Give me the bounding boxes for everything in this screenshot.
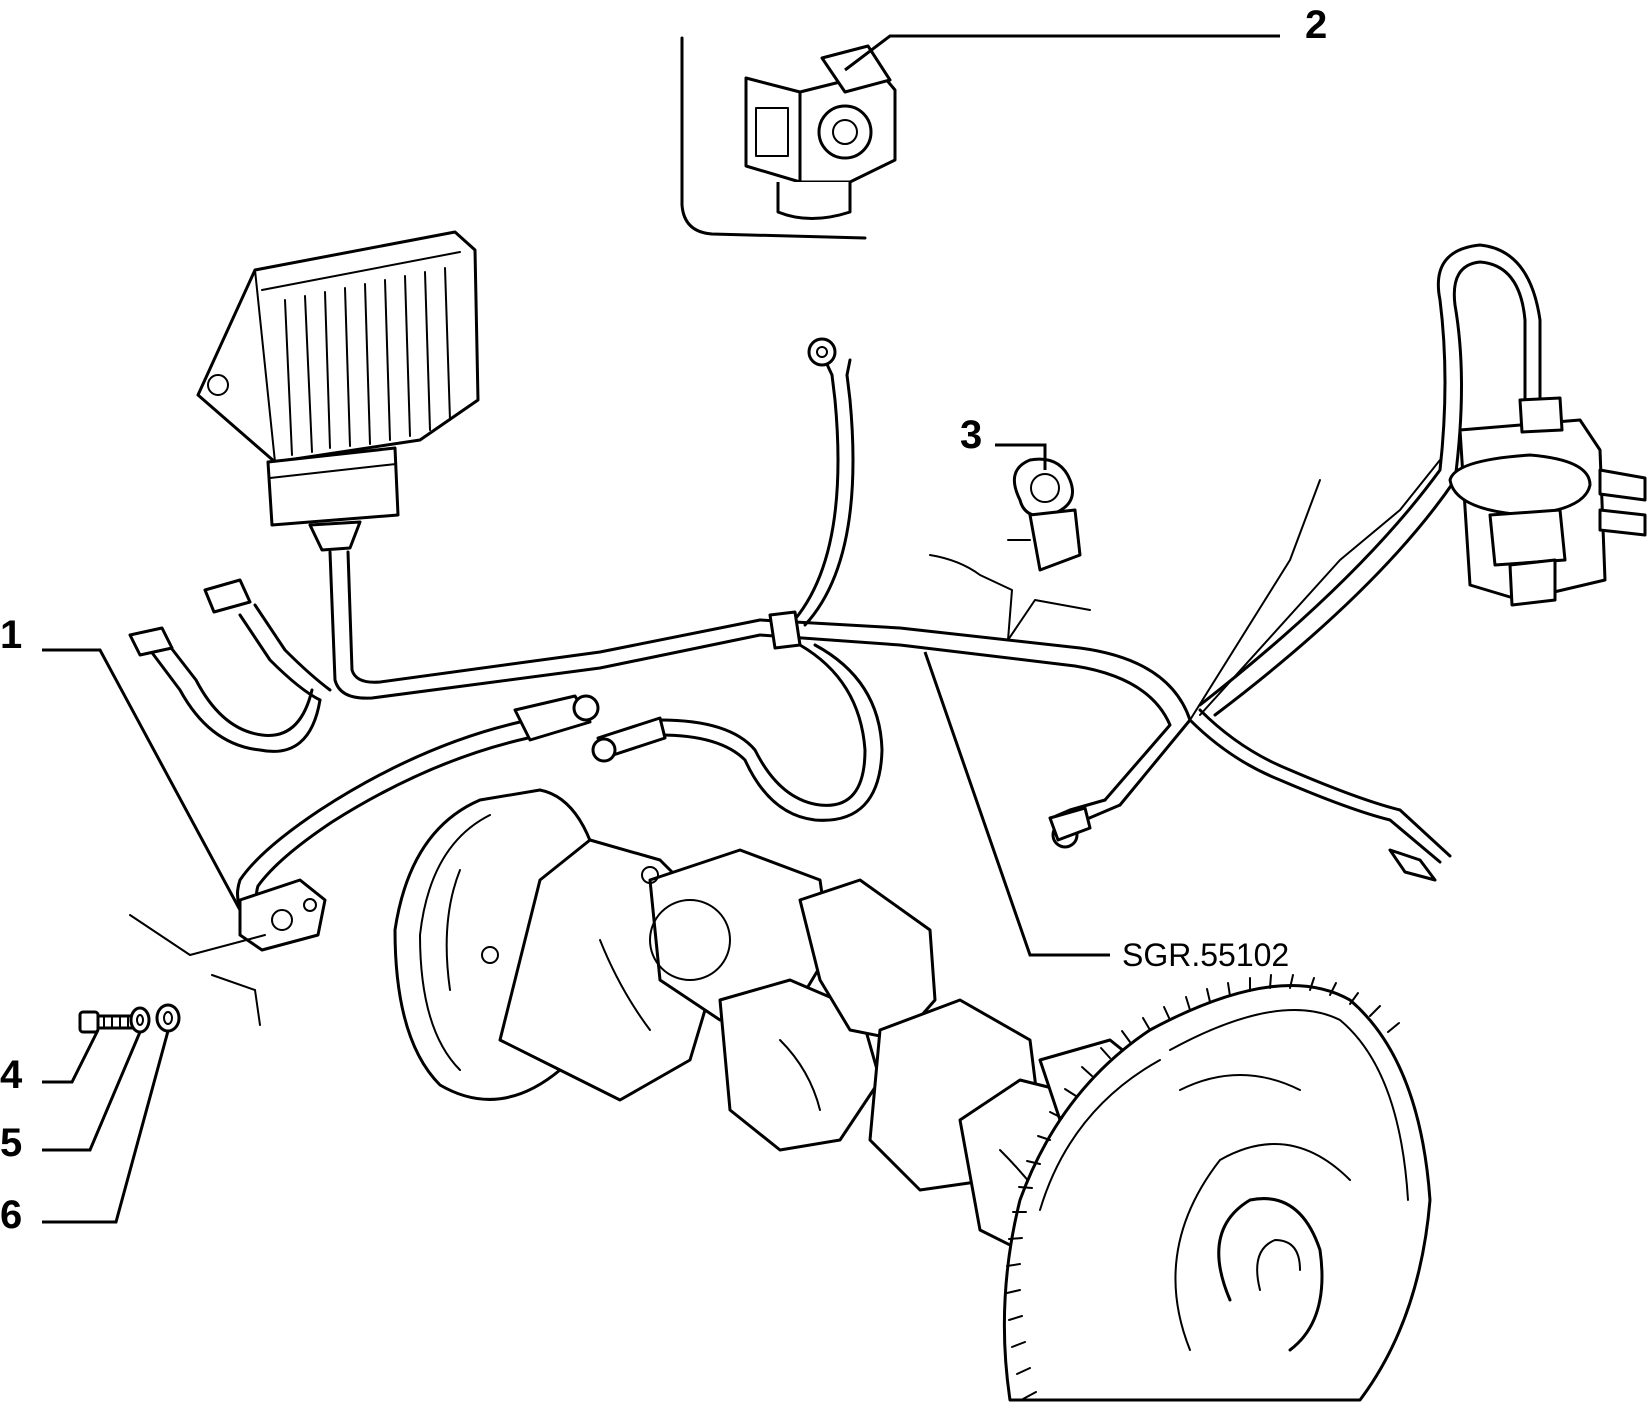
washer-part-5 (129, 1006, 151, 1034)
crank-sensor (129, 694, 600, 1026)
leader-6 (42, 1030, 170, 1224)
clip-part-2 (744, 44, 897, 220)
callout-5: 5 (0, 1121, 22, 1165)
callout-4: 4 (0, 1053, 23, 1097)
wiring-harness (128, 243, 1542, 882)
callout-2: 2 (1305, 3, 1327, 47)
washer-part-6 (155, 1003, 181, 1033)
crankshaft (393, 788, 1172, 1262)
ecu-module (196, 230, 480, 552)
callout-6: 6 (0, 1193, 22, 1237)
ecu-cooling-fins (284, 267, 451, 456)
callout-3: 3 (960, 413, 982, 457)
leader-1 (42, 648, 242, 911)
leader-5 (42, 1031, 142, 1152)
fasteners (78, 1003, 181, 1034)
clip-inset (680, 36, 897, 240)
flywheel (1002, 974, 1432, 1402)
leader-ref (923, 651, 1110, 957)
actuator-unit (1448, 396, 1647, 607)
leader-4 (42, 1029, 100, 1084)
leader-3 (995, 443, 1047, 470)
ring-gear-teeth (1006, 974, 1400, 1400)
leader-lines (42, 34, 1280, 1224)
leader-2 (844, 34, 1280, 72)
callout-labels: 1 2 3 4 5 6 SGR.55102 (0, 3, 1327, 1237)
callout-1: 1 (0, 613, 22, 657)
clip-part-3 (929, 457, 1091, 641)
reference-code: SGR.55102 (1122, 937, 1289, 973)
